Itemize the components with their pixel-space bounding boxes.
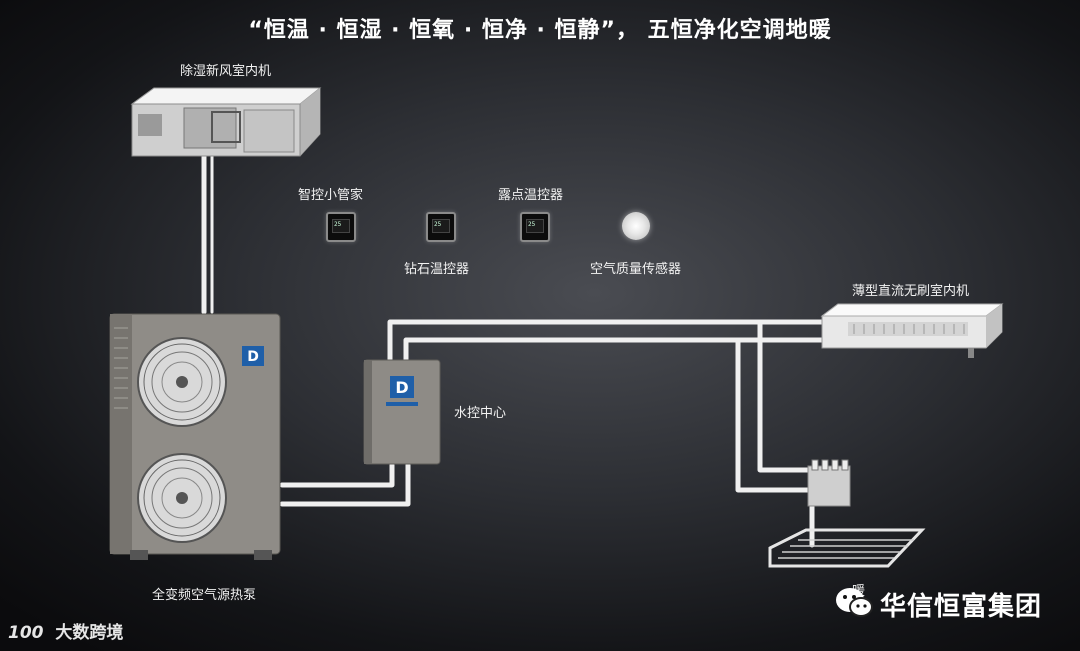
watermark-left-text: 大数跨境 — [55, 623, 124, 643]
water-control-center-label: 水控中心 — [454, 406, 507, 421]
diamond-thermostat-device: 25 — [426, 212, 456, 242]
thin-dc-indoor-unit — [820, 303, 1004, 358]
air-source-heat-pump: D — [109, 313, 281, 560]
air-quality-sensor-device — [622, 212, 650, 240]
fresh-air-unit — [130, 87, 322, 157]
heat-pump-label: 全变频空气源热泵 — [152, 588, 257, 603]
pipe-floor-2 — [757, 319, 813, 473]
watermark-left: 100 大数跨境 — [8, 618, 123, 643]
thin-dc-indoor-unit-label: 薄型直流无刷室内机 — [852, 284, 970, 299]
air-quality-sensor-label: 空气质量传感器 — [590, 262, 682, 277]
svg-text:D: D — [247, 349, 259, 365]
pipe-hp-wcc-2 — [279, 462, 411, 507]
pipe-wcc-indoor-2 — [403, 337, 833, 365]
diamond-thermostat-label: 钻石温控器 — [404, 262, 470, 277]
pipe-floor-1 — [735, 337, 813, 493]
pipe-wcc-indoor-1 — [387, 319, 833, 365]
fresh-air-unit-label: 除湿新风室内机 — [180, 64, 272, 79]
dew-point-thermostat-device: 25 — [520, 212, 550, 242]
page-title: “恒温 · 恒湿 · 恒氧 · 恒净 · 恒静”， 五恒净化空调地暖 — [248, 18, 832, 43]
dew-point-thermostat-label: 露点温控器 — [498, 188, 564, 203]
svg-text:D: D — [395, 378, 408, 397]
smart-butler-label: 智控小管家 — [298, 188, 364, 203]
wechat-icon — [834, 584, 874, 620]
pipe-hp-wcc-1 — [279, 462, 395, 488]
water-control-center: D — [363, 359, 441, 465]
smart-butler-device: 25 — [326, 212, 356, 242]
floor-heating-manifold — [768, 459, 926, 568]
watermark-left-logo-icon: 100 — [8, 623, 44, 643]
watermark-right-text: 华信恒富集团 — [880, 592, 1043, 622]
